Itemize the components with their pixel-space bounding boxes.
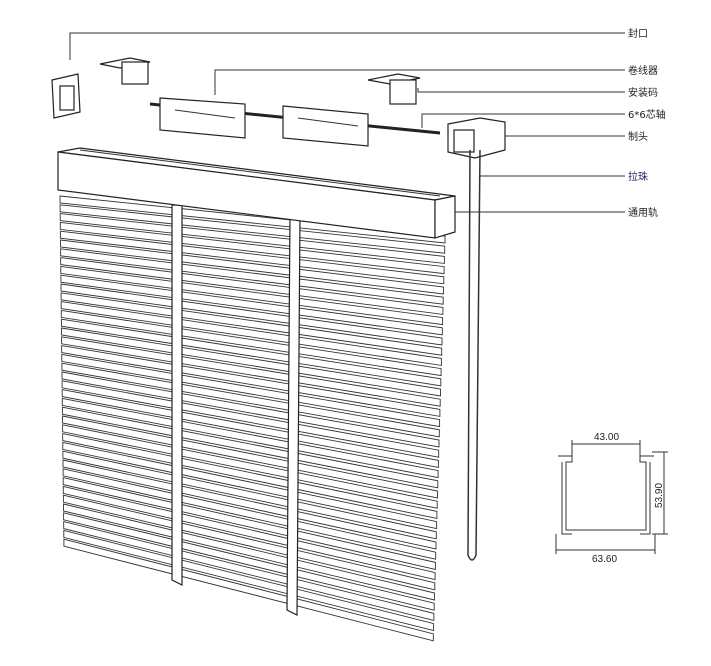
slat xyxy=(63,512,435,611)
slat xyxy=(63,529,435,632)
slat xyxy=(61,389,439,468)
slat xyxy=(61,327,441,397)
slat xyxy=(62,485,436,581)
head-rail xyxy=(57,147,456,239)
label-shaft: 6*6芯轴 xyxy=(628,108,666,121)
slat xyxy=(62,441,438,530)
dim-height: 53.90 xyxy=(654,483,665,508)
mounting-bracket-left xyxy=(99,57,151,85)
end-cap xyxy=(51,73,81,119)
dim-bottom-width: 63.60 xyxy=(592,554,617,565)
slat xyxy=(60,265,444,326)
mounting-bracket-right xyxy=(367,73,421,105)
slat xyxy=(60,318,442,387)
label-control-head: 制头 xyxy=(628,130,648,143)
slat xyxy=(61,336,441,407)
label-rail: 通用轨 xyxy=(628,206,658,219)
slat xyxy=(59,221,445,275)
ladder-tape-right xyxy=(286,214,301,616)
label-mounting-bracket: 安装码 xyxy=(628,86,658,99)
rail-cross-section xyxy=(555,440,668,554)
control-head xyxy=(447,117,506,159)
slat xyxy=(60,309,442,377)
slat xyxy=(63,503,435,601)
slat xyxy=(59,204,446,254)
leader-lines xyxy=(69,32,625,213)
slat xyxy=(62,450,437,540)
slat xyxy=(62,433,438,519)
cord-lock-2 xyxy=(282,105,369,147)
label-bead-chain: 拉珠 xyxy=(628,170,648,183)
slat xyxy=(62,468,437,560)
slat xyxy=(62,494,436,591)
slat xyxy=(60,239,444,295)
slat xyxy=(61,397,439,479)
slat xyxy=(61,371,440,448)
label-cord-lock: 卷线器 xyxy=(628,64,658,77)
slat xyxy=(61,353,441,428)
slat xyxy=(60,248,444,305)
slat xyxy=(62,424,438,509)
slat xyxy=(60,274,443,336)
slat xyxy=(59,230,445,285)
slat xyxy=(62,415,438,499)
cord-lock-1 xyxy=(159,97,246,139)
slat xyxy=(61,406,439,489)
bead-chain xyxy=(467,149,481,561)
slat xyxy=(63,521,435,621)
slat xyxy=(61,345,441,417)
slats xyxy=(59,195,446,642)
slat xyxy=(62,459,437,550)
slat xyxy=(60,301,442,366)
slat xyxy=(60,257,444,315)
slat xyxy=(61,380,440,458)
slat xyxy=(63,538,434,642)
slat xyxy=(59,213,445,264)
slat xyxy=(62,477,436,570)
slat xyxy=(60,283,443,346)
slat xyxy=(60,292,443,356)
label-end-cap: 封口 xyxy=(628,27,648,40)
slat xyxy=(61,362,440,438)
ladder-tape-left xyxy=(171,204,183,586)
dim-top-width: 43.00 xyxy=(594,432,619,443)
